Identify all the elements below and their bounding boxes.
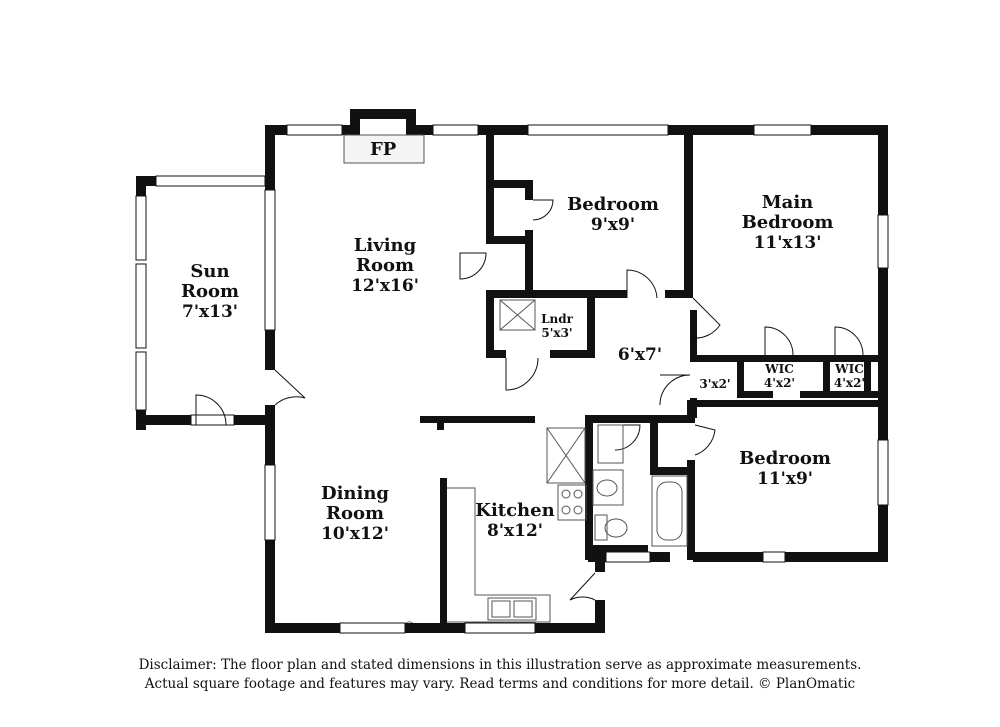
main-bedroom-dims: 11'x13' <box>753 233 822 253</box>
main-bedroom-label: Main Bedroom 11'x13' <box>720 192 855 254</box>
hall-dims: 6'x7' <box>617 345 663 365</box>
laundry-label: Lndr 5'x3' <box>532 312 582 340</box>
dining-room-label: Dining Room 10'x12' <box>290 483 420 545</box>
fixtures <box>343 134 688 623</box>
wic-2-name: WIC <box>835 362 864 376</box>
kitchen-dims: 8'x12' <box>486 521 544 541</box>
sun-room-name: Sun Room <box>180 261 240 302</box>
disclaimer-line-1: Disclaimer: The floor plan and stated di… <box>138 657 862 673</box>
main-bedroom-name: Main Bedroom <box>741 192 834 233</box>
wic-2-dims: 4'x2' <box>833 376 866 390</box>
sun-room-dims: 7'x13' <box>181 302 239 322</box>
kitchen-label: Kitchen 8'x12' <box>465 500 565 542</box>
doors <box>195 199 864 601</box>
wic-1-label: WIC 4'x2' <box>752 362 807 390</box>
bedroom-top-name: Bedroom <box>567 194 659 215</box>
wic-2-label: WIC 4'x2' <box>822 362 877 390</box>
wic-1-dims: 4'x2' <box>763 376 796 390</box>
bedroom-top-dims: 9'x9' <box>590 215 636 235</box>
closet-label: 3'x2' <box>690 377 740 391</box>
windows <box>135 124 889 634</box>
wic-1-name: WIC <box>765 362 794 376</box>
bedroom-bottom-label: Bedroom 11'x9' <box>715 448 855 490</box>
living-room-dims: 12'x16' <box>351 276 419 296</box>
kitchen-name: Kitchen <box>475 500 555 521</box>
laundry-name: Lndr <box>541 312 573 326</box>
registered-mark: ® <box>403 620 416 635</box>
living-room-name: Living Room <box>353 235 417 276</box>
laundry-dims: 5'x3' <box>541 326 573 340</box>
sun-room-label: Sun Room 7'x13' <box>155 261 265 323</box>
bedroom-bottom-name: Bedroom <box>739 448 831 469</box>
disclaimer-line-2: Actual square footage and features may v… <box>144 676 856 692</box>
fireplace-label: FP <box>370 139 397 160</box>
living-room-label: Living Room 12'x16' <box>320 235 450 297</box>
hall-label: 6'x7' <box>605 345 675 365</box>
dining-room-name: Dining Room <box>320 483 390 524</box>
bedroom-bottom-dims: 11'x9' <box>756 469 814 489</box>
closet-dims: 3'x2' <box>699 377 731 391</box>
bedroom-top-label: Bedroom 9'x9' <box>548 194 678 236</box>
dining-room-dims: 10'x12' <box>321 524 389 544</box>
interior-walls <box>420 130 880 628</box>
